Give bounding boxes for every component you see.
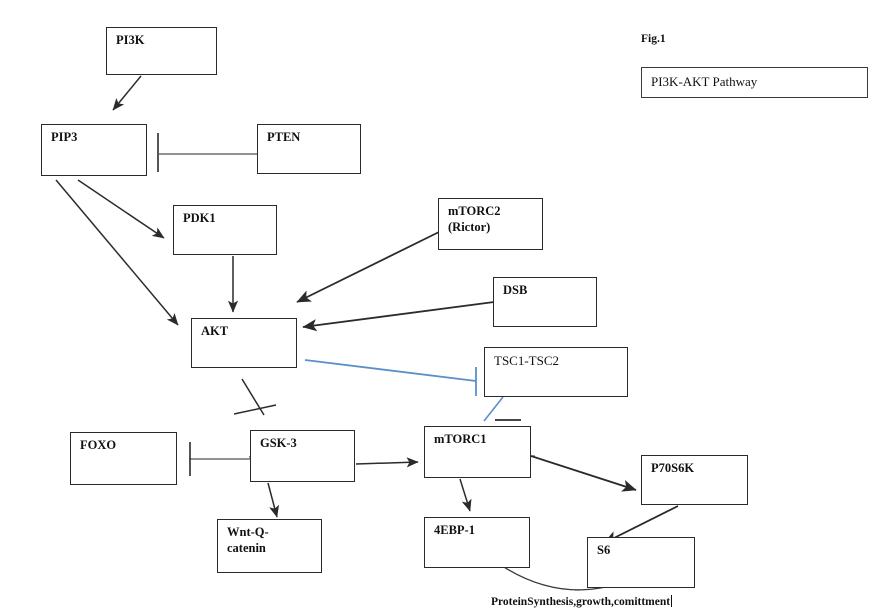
figure-label: Fig.1 (641, 33, 666, 45)
node-mtorc2[interactable]: mTORC2 (Rictor) (438, 198, 543, 250)
edge-tsc-mtorc1 (483, 396, 521, 422)
edge-pi3k-pip3 (112, 75, 142, 111)
node-tsc1-tsc2[interactable]: TSC1-TSC2 (484, 347, 628, 397)
node-foxo[interactable]: FOXO (70, 432, 177, 485)
outcome-label: ProteinSynthesis,growth,comittment (491, 595, 673, 608)
edge-gsk3-wnt (267, 482, 280, 518)
node-wnt-q-catenin[interactable]: Wnt-Q- catenin (217, 519, 322, 573)
edge-pip3-akt (55, 179, 179, 326)
node-akt[interactable]: AKT (191, 318, 297, 368)
outcome-text: ProteinSynthesis,growth,comittment (491, 596, 671, 608)
node-pi3k[interactable]: PI3K (106, 27, 217, 75)
node-4ebp-1[interactable]: 4EBP-1 (424, 517, 530, 568)
edge-mtorc1-ebp1 (459, 478, 472, 512)
node-s6[interactable]: S6 (587, 537, 695, 588)
edge-akt-tsc (304, 359, 477, 396)
edge-mtorc2-akt (296, 231, 440, 303)
edge-pten-pip3 (157, 133, 258, 172)
node-p70s6k[interactable]: P70S6K (641, 455, 748, 505)
edge-akt-gsk3 (233, 378, 277, 416)
edge-dsb-akt (302, 301, 495, 332)
node-gsk3[interactable]: GSK-3 (250, 430, 355, 482)
node-mtorc1[interactable]: mTORC1 (424, 426, 531, 478)
figure-title-box: PI3K-AKT Pathway (641, 67, 868, 98)
edge-gsk3-mtorc1 (355, 457, 419, 468)
edge-pip3-pdk1 (77, 179, 165, 239)
node-pdk1[interactable]: PDK1 (173, 205, 277, 255)
text-cursor (671, 595, 673, 607)
node-dsb[interactable]: DSB (493, 277, 597, 327)
node-pten[interactable]: PTEN (257, 124, 361, 174)
node-pip3[interactable]: PIP3 (41, 124, 147, 176)
